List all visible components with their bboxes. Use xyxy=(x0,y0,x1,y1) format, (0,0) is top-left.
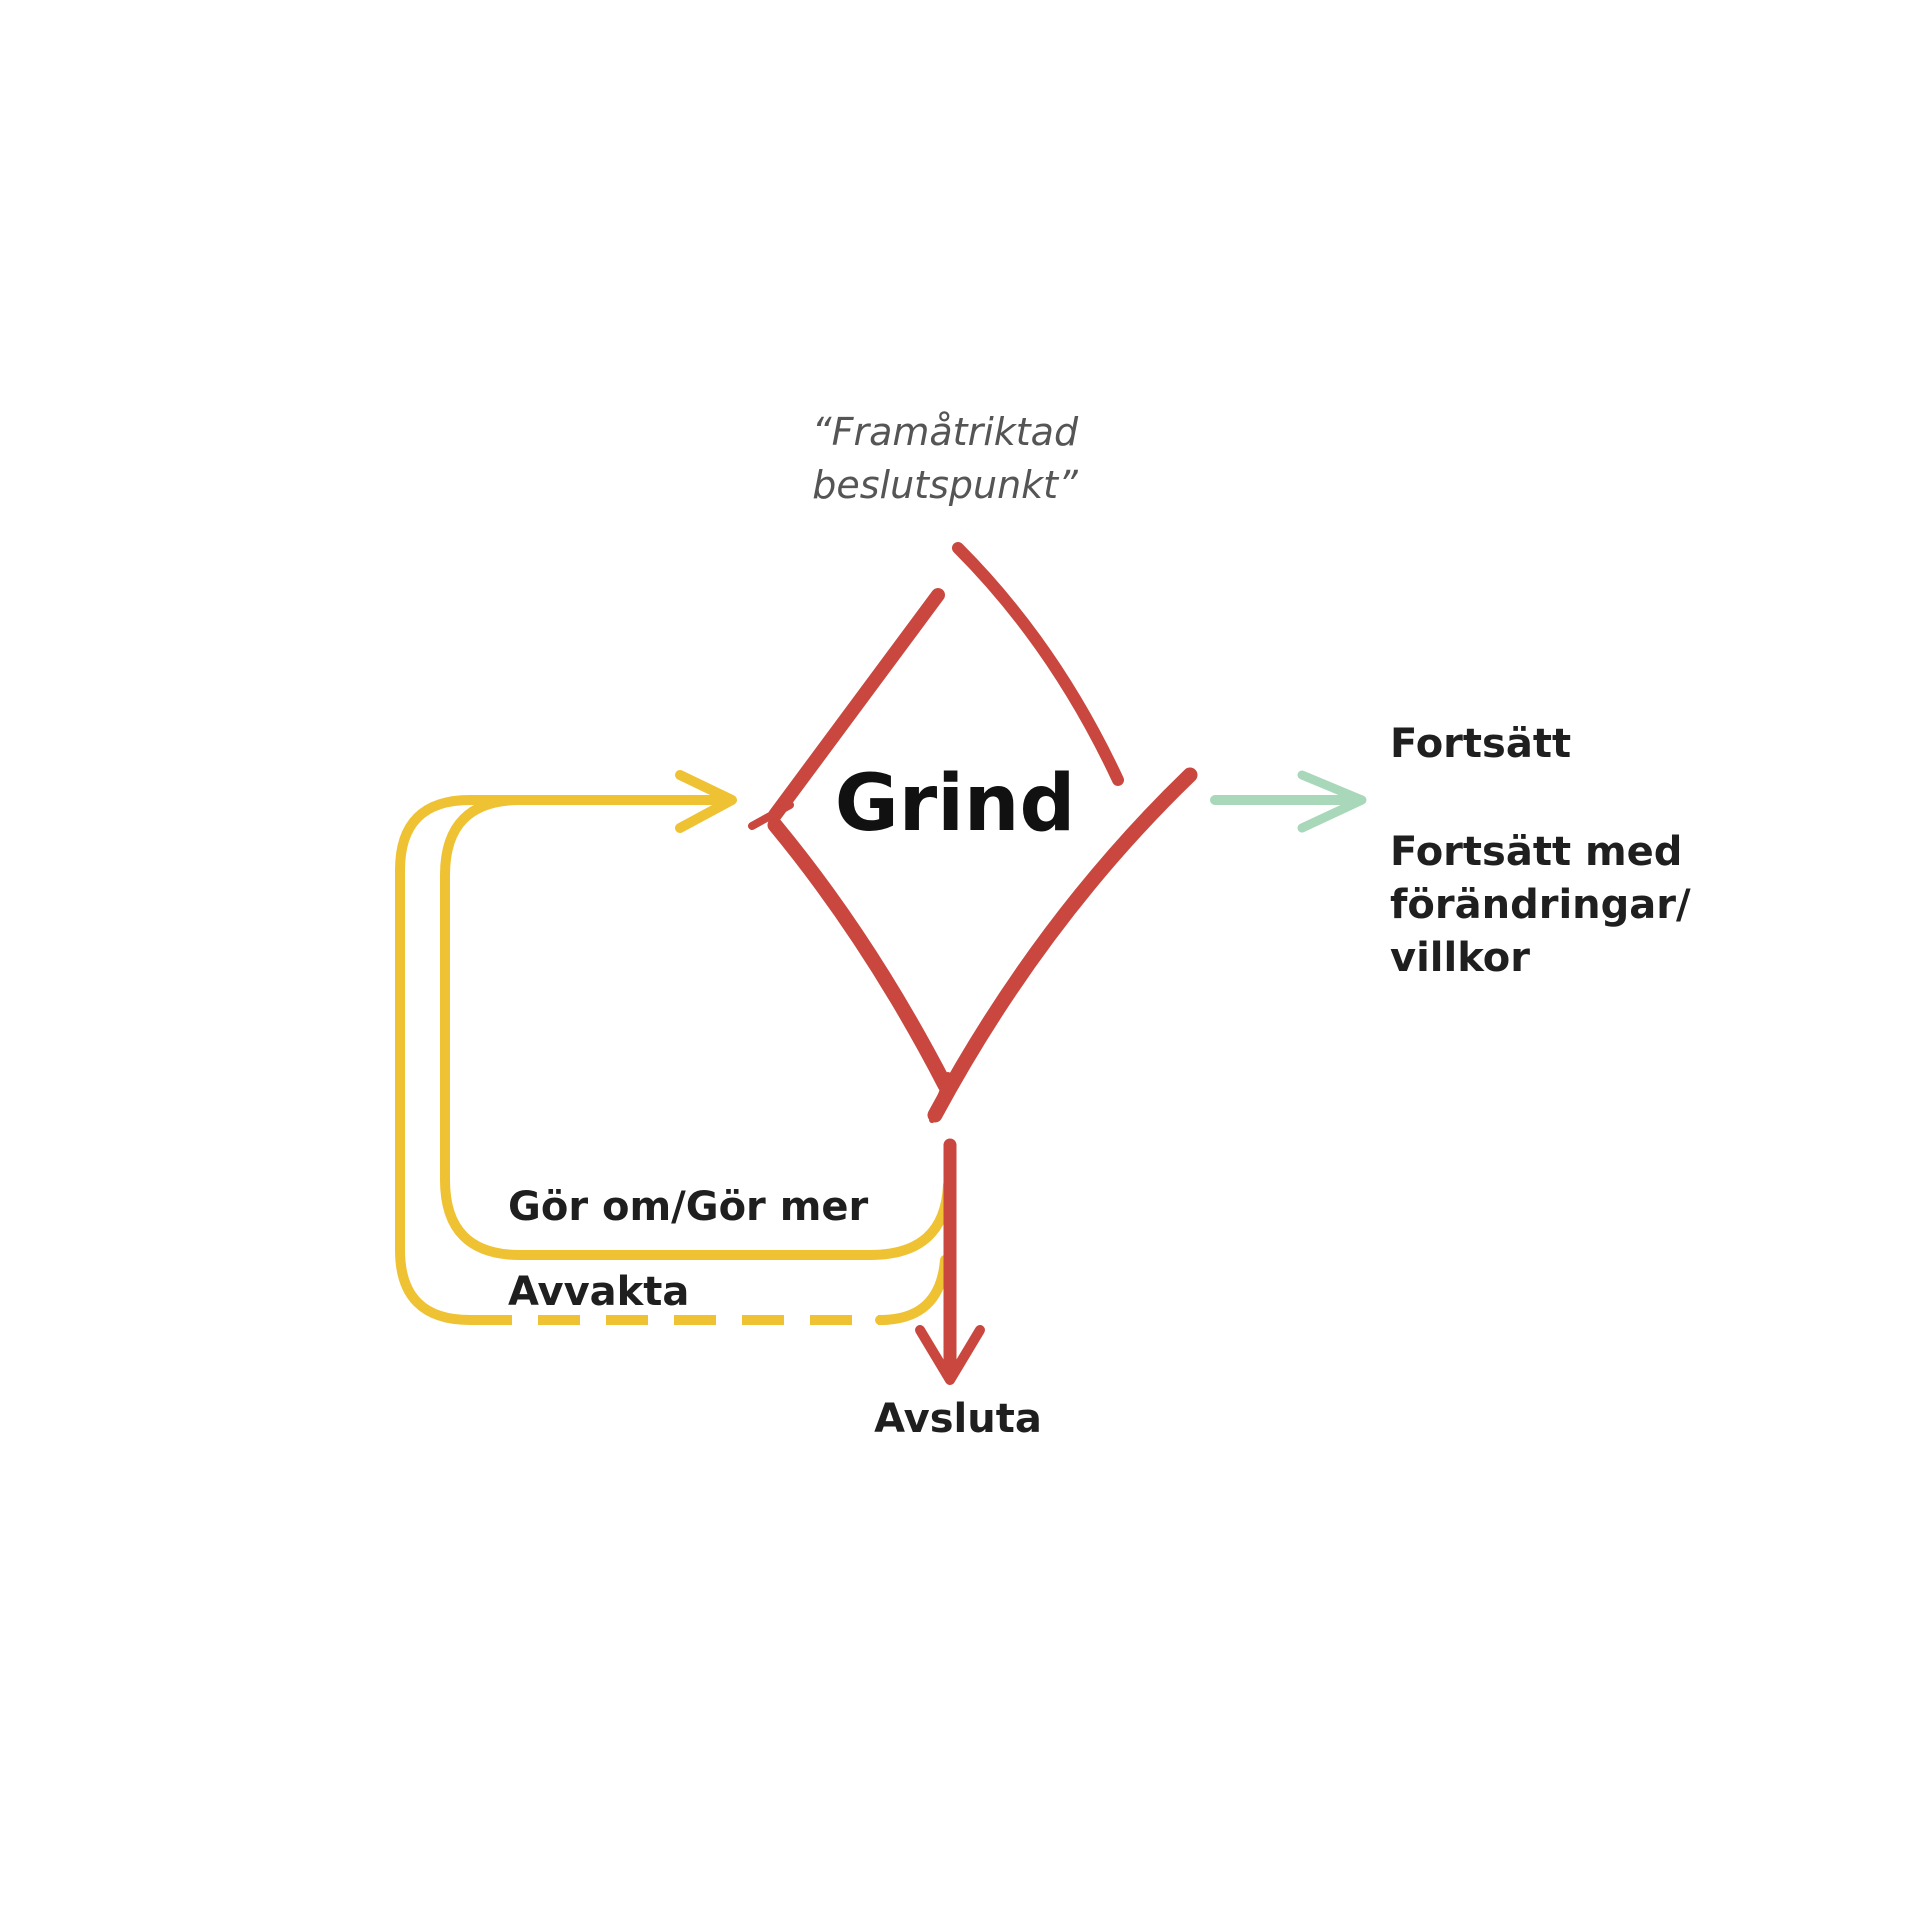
gate-stroke-top-left xyxy=(768,588,945,822)
continue-arrow xyxy=(1210,770,1367,833)
terminate-arrow xyxy=(915,1138,985,1385)
continue-label: Fortsätt xyxy=(1390,721,1571,767)
gate-stroke-top-right xyxy=(952,542,1124,786)
gate-stroke-left-tip xyxy=(748,801,794,830)
quote-line-1: “Framåtriktad xyxy=(812,410,1079,454)
continue-changes-line-3: villkor xyxy=(1390,935,1530,981)
arrow-down-icon xyxy=(915,1325,985,1385)
terminate-label: Avsluta xyxy=(874,1396,1042,1442)
wait-loop-solid-path xyxy=(395,795,725,1325)
arrow-right-icon xyxy=(1297,770,1367,833)
wait-loop xyxy=(395,795,950,1325)
continue-changes-line-2: förändringar/ xyxy=(1390,882,1691,928)
redo-label: Gör om/Gör mer xyxy=(508,1184,869,1230)
gate-stroke-bottom-left xyxy=(767,817,953,1093)
quote-line-2: beslutspunkt” xyxy=(812,463,1078,507)
wait-loop-return-path xyxy=(875,1255,950,1325)
gate-label: Grind xyxy=(835,759,1076,849)
continue-changes-line-1: Fortsätt med xyxy=(1390,829,1682,875)
gate-diamond xyxy=(748,542,1198,1123)
loop-arrowhead-icon xyxy=(675,770,737,833)
gate-stroke-bottom-right xyxy=(927,767,1198,1123)
wait-label: Avvakta xyxy=(508,1269,689,1315)
gate-stroke-bottom-tip xyxy=(929,1072,951,1123)
